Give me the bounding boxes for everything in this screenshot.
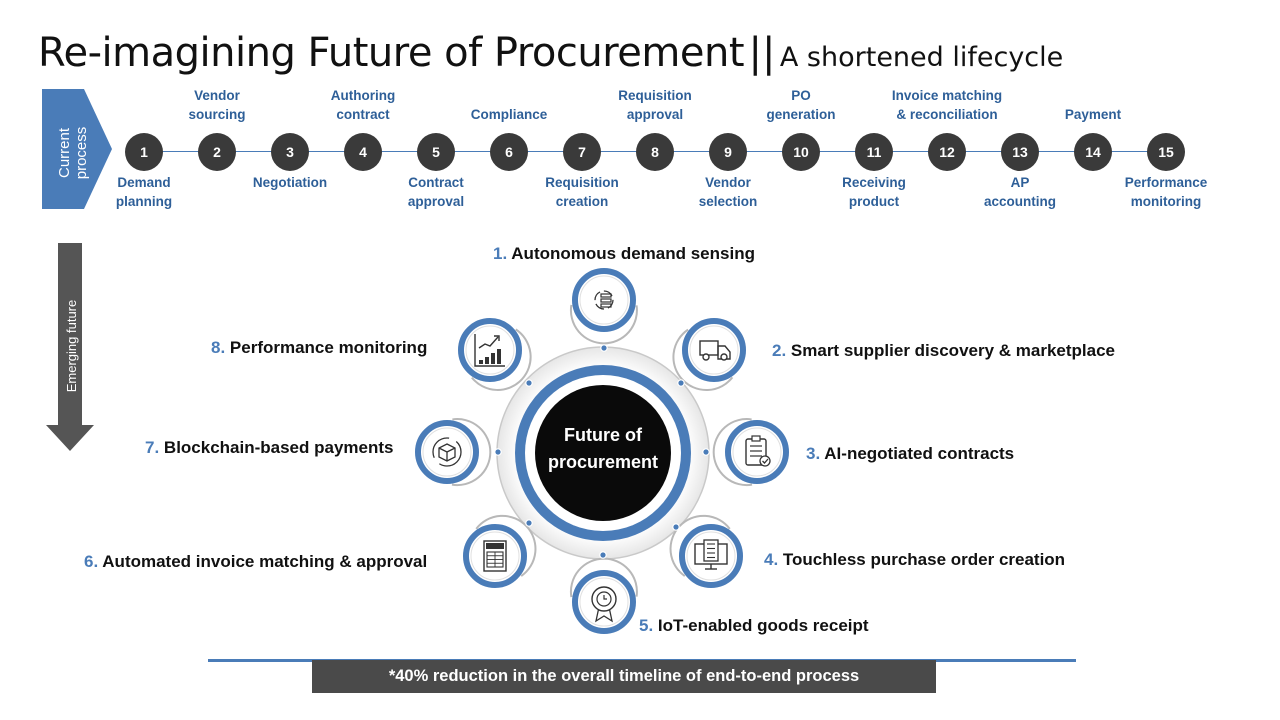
wheel-node-8 <box>458 318 532 391</box>
orbit-dot-5 <box>599 551 607 559</box>
step-2-circle: 2 <box>198 133 236 171</box>
wheel-node-7 <box>415 418 492 487</box>
emerging-item-1: 1. Autonomous demand sensing <box>493 244 755 264</box>
step-6-label: Compliance <box>470 107 548 122</box>
emerging-item-number: 6. <box>84 552 99 571</box>
orbit-dot-4 <box>672 523 680 531</box>
blockchain-cube-icon <box>432 437 462 467</box>
emerging-item-2: 2. Smart supplier discovery & marketplac… <box>772 341 1115 361</box>
emerging-item-text: AI-negotiated contracts <box>820 444 1015 463</box>
emerging-item-7: 7. Blockchain-based payments <box>145 438 394 458</box>
step-1-circle: 1 <box>125 133 163 171</box>
emerging-item-6: 6. Automated invoice matching & approval <box>84 552 427 572</box>
step-4-circle: 4 <box>344 133 382 171</box>
step-3-circle: 3 <box>271 133 309 171</box>
emerging-item-text: IoT-enabled goods receipt <box>653 616 869 635</box>
title-main: Re-imagining Future of Procurement <box>38 30 745 76</box>
step-2-label: Vendor sourcing <box>188 88 246 122</box>
center-black-disc <box>535 385 671 521</box>
invoice-icon <box>483 540 507 572</box>
order-screen-icon <box>694 539 728 570</box>
emerging-item-number: 5. <box>639 616 654 635</box>
wheel-node-3 <box>712 418 789 487</box>
step-14-label: Payment <box>1064 107 1122 122</box>
step-3-label: Negotiation <box>252 175 328 190</box>
clipboard-check-icon <box>745 435 771 467</box>
title-subtitle: A shortened lifecycle <box>779 42 1064 73</box>
step-4-label: Authoring contract <box>330 88 396 122</box>
step-15-circle: 15 <box>1147 133 1185 171</box>
wheel-node-2 <box>672 318 746 391</box>
orbit-dot-1 <box>600 344 608 352</box>
emerging-item-3: 3. AI-negotiated contracts <box>806 444 1014 464</box>
emerging-item-text: Touchless purchase order creation <box>778 550 1066 569</box>
emerging-item-text: Automated invoice matching & approval <box>98 552 428 571</box>
emerging-item-number: 4. <box>764 550 779 569</box>
step-8-label: Requisition approval <box>618 88 692 122</box>
growth-chart-icon <box>474 334 505 367</box>
emerging-item-number: 8. <box>211 338 226 357</box>
emerging-item-number: 1. <box>493 244 508 263</box>
orbit-dot-3 <box>702 448 710 456</box>
step-11-circle: 11 <box>855 133 893 171</box>
emerging-item-number: 7. <box>145 438 160 457</box>
wheel-node-6 <box>463 514 537 588</box>
orbit-dot-8 <box>525 379 533 387</box>
step-15-label: Performance monitoring <box>1124 175 1208 209</box>
orbit-dot-6 <box>525 519 533 527</box>
title-separator: || <box>748 30 776 76</box>
emerging-item-4: 4. Touchless purchase order creation <box>764 550 1065 570</box>
orbit-dot-2 <box>677 379 685 387</box>
step-9-label: Vendor selection <box>698 175 758 209</box>
step-7-circle: 7 <box>563 133 601 171</box>
step-5-label: Contract approval <box>407 175 465 209</box>
emerging-item-text: Blockchain-based payments <box>159 438 394 457</box>
step-14-circle: 14 <box>1074 133 1112 171</box>
emerging-item-text: Performance monitoring <box>225 338 428 357</box>
wheel-node-1 <box>569 268 638 345</box>
orbit-dot-7 <box>494 448 502 456</box>
step-5-circle: 5 <box>417 133 455 171</box>
emerging-item-text: Autonomous demand sensing <box>507 244 755 263</box>
step-13-label: AP accounting <box>983 175 1056 209</box>
step-11-label: Receiving product <box>842 175 906 209</box>
wheel-center-label: Future of procurement <box>547 425 659 472</box>
wheel-node-5 <box>569 557 638 634</box>
emerging-item-5: 5. IoT-enabled goods receipt <box>639 616 869 636</box>
wheel-node-4 <box>669 514 743 588</box>
delivery-truck-icon <box>699 340 731 361</box>
page-title: Re-imagining Future of Procurement || A … <box>38 30 1063 76</box>
step-10-circle: 10 <box>782 133 820 171</box>
emerging-future-arrow <box>46 243 94 451</box>
step-13-circle: 13 <box>1001 133 1039 171</box>
current-process-chevron <box>42 89 112 209</box>
step-12-label: Invoice matching & reconciliation <box>891 88 1003 122</box>
step-1-label: Demand planning <box>115 175 173 209</box>
footer-note: *40% reduction in the overall timeline o… <box>312 660 936 693</box>
step-9-circle: 9 <box>709 133 747 171</box>
emerging-item-text: Smart supplier discovery & marketplace <box>786 341 1115 360</box>
emerging-item-8: 8. Performance monitoring <box>211 338 427 358</box>
emerging-item-number: 2. <box>772 341 787 360</box>
step-10-label: PO generation <box>766 88 836 122</box>
step-6-circle: 6 <box>490 133 528 171</box>
step-7-label: Requisition creation <box>545 175 619 209</box>
step-12-circle: 12 <box>928 133 966 171</box>
demand-sensing-icon <box>594 290 614 310</box>
step-8-circle: 8 <box>636 133 674 171</box>
emerging-item-number: 3. <box>806 444 821 463</box>
badge-ribbon-icon <box>591 586 617 623</box>
